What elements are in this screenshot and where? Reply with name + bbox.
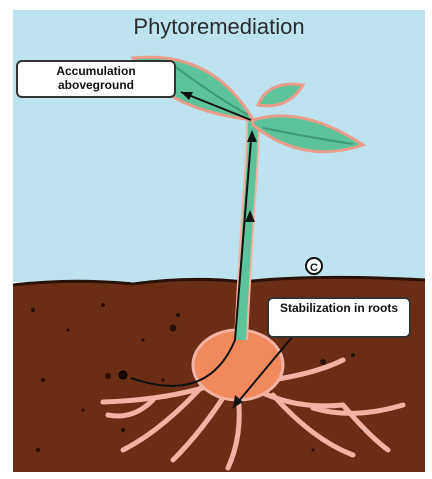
- label-stabilization-roots: Stabilization in roots: [267, 297, 411, 338]
- diagram-title: Phytoremediation: [13, 14, 425, 40]
- copyright-text: C: [310, 262, 318, 274]
- label-accumulation-aboveground: Accumulation aboveground: [16, 60, 176, 98]
